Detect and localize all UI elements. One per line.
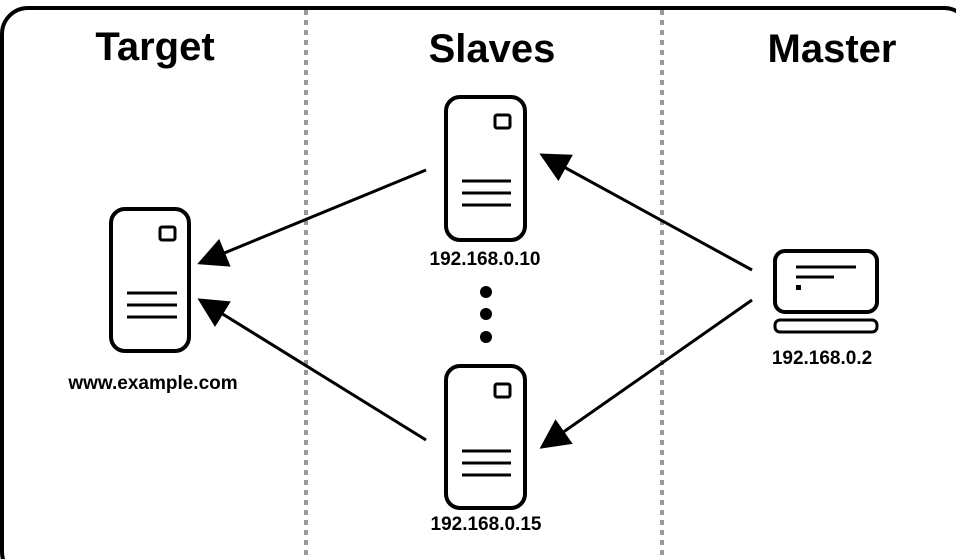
arrow-slave-top-to-target (197, 168, 427, 267)
arrow-slave-bottom-to-target (197, 298, 427, 442)
server-icon (109, 207, 191, 353)
column-heading-slaves: Slaves (429, 27, 556, 71)
arrow-master-to-slave-top (539, 153, 753, 272)
diagram-frame (0, 6, 956, 559)
server-icon (444, 364, 527, 510)
ellipsis-dot (480, 331, 492, 343)
ellipsis-dot (480, 308, 492, 320)
laptop-icon (773, 249, 879, 334)
column-heading-target: Target (95, 25, 214, 69)
slave-top-label: 192.168.0.10 (430, 249, 541, 270)
column-heading-master: Master (768, 27, 897, 71)
server-icon (444, 95, 527, 242)
slave-bottom-label: 192.168.0.15 (431, 514, 542, 535)
master-label: 192.168.0.2 (772, 348, 872, 369)
target-label: www.example.com (67, 373, 237, 394)
arrow-master-to-slave-bottom (539, 298, 753, 449)
ellipsis-dot (480, 286, 492, 298)
